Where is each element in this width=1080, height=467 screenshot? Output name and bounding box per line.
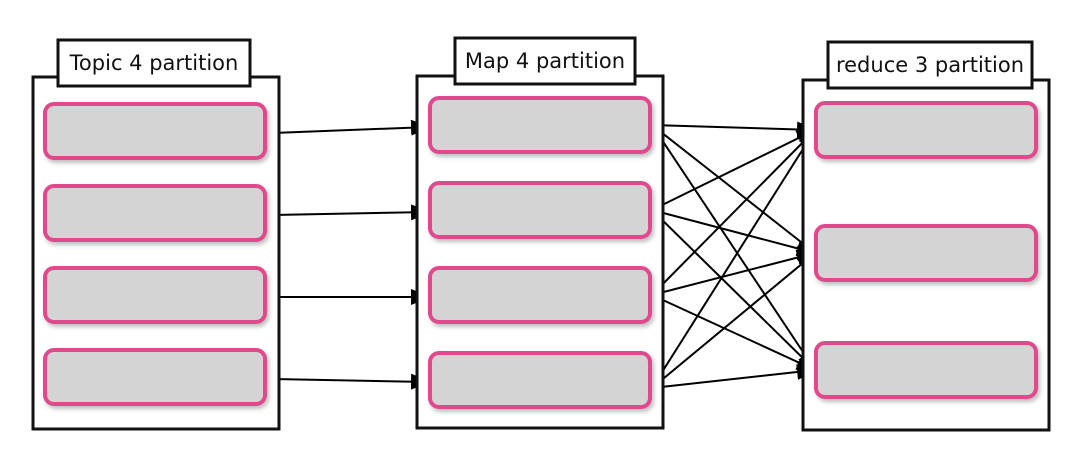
arrow-topic-2-to-map-2 xyxy=(272,204,431,221)
map-column: Map 4 partition xyxy=(415,36,665,430)
map-partition-3 xyxy=(428,266,652,324)
map-partition-1 xyxy=(428,96,652,154)
topic-title-box xyxy=(56,38,252,88)
arrow-map-1-to-reduce-1 xyxy=(651,121,817,138)
edges-group xyxy=(272,119,817,390)
reduce-partition-2 xyxy=(814,224,1038,282)
map-title: Map 4 partition xyxy=(465,49,625,73)
map-partition-4 xyxy=(428,351,652,409)
reduce-column: reduce 3 partition xyxy=(801,40,1051,432)
arrow-map-1-to-reduce-2 xyxy=(651,124,817,255)
reduce-title-box xyxy=(826,40,1034,90)
arrow-topic-1-to-map-1 xyxy=(272,119,431,136)
arrow-map-4-to-reduce-3 xyxy=(651,364,817,389)
arrow-map-4-to-reduce-1 xyxy=(651,128,817,389)
reduce-partition-1 xyxy=(814,101,1038,159)
map-title-box xyxy=(453,36,637,86)
arrow-map-2-to-reduce-3 xyxy=(651,209,817,372)
arrow-map-3-to-reduce-1 xyxy=(651,128,817,296)
arrow-map-2-to-reduce-2 xyxy=(651,209,817,257)
map-partition-2 xyxy=(428,181,652,239)
arrow-map-2-to-reduce-1 xyxy=(651,129,817,211)
reduce-title: reduce 3 partition xyxy=(836,53,1024,77)
topic-partitions xyxy=(43,102,267,406)
topic-title: Topic 4 partition xyxy=(69,51,239,75)
topic-partition-2 xyxy=(43,184,267,242)
arrow-map-4-to-reduce-2 xyxy=(651,251,817,389)
arrow-topic-4-to-map-4 xyxy=(272,373,431,390)
topic-partition-4 xyxy=(43,348,267,406)
topic-partition-1 xyxy=(43,102,267,160)
map-partitions xyxy=(428,96,652,409)
topic-column: Topic 4 partition xyxy=(31,38,281,431)
topic-partition-3 xyxy=(43,266,267,324)
arrow-map-3-to-reduce-2 xyxy=(651,249,817,296)
reduce-partition-3 xyxy=(814,341,1038,399)
reduce-partitions xyxy=(814,101,1038,399)
arrow-map-3-to-reduce-3 xyxy=(651,294,817,371)
arrow-map-1-to-reduce-3 xyxy=(651,124,817,372)
